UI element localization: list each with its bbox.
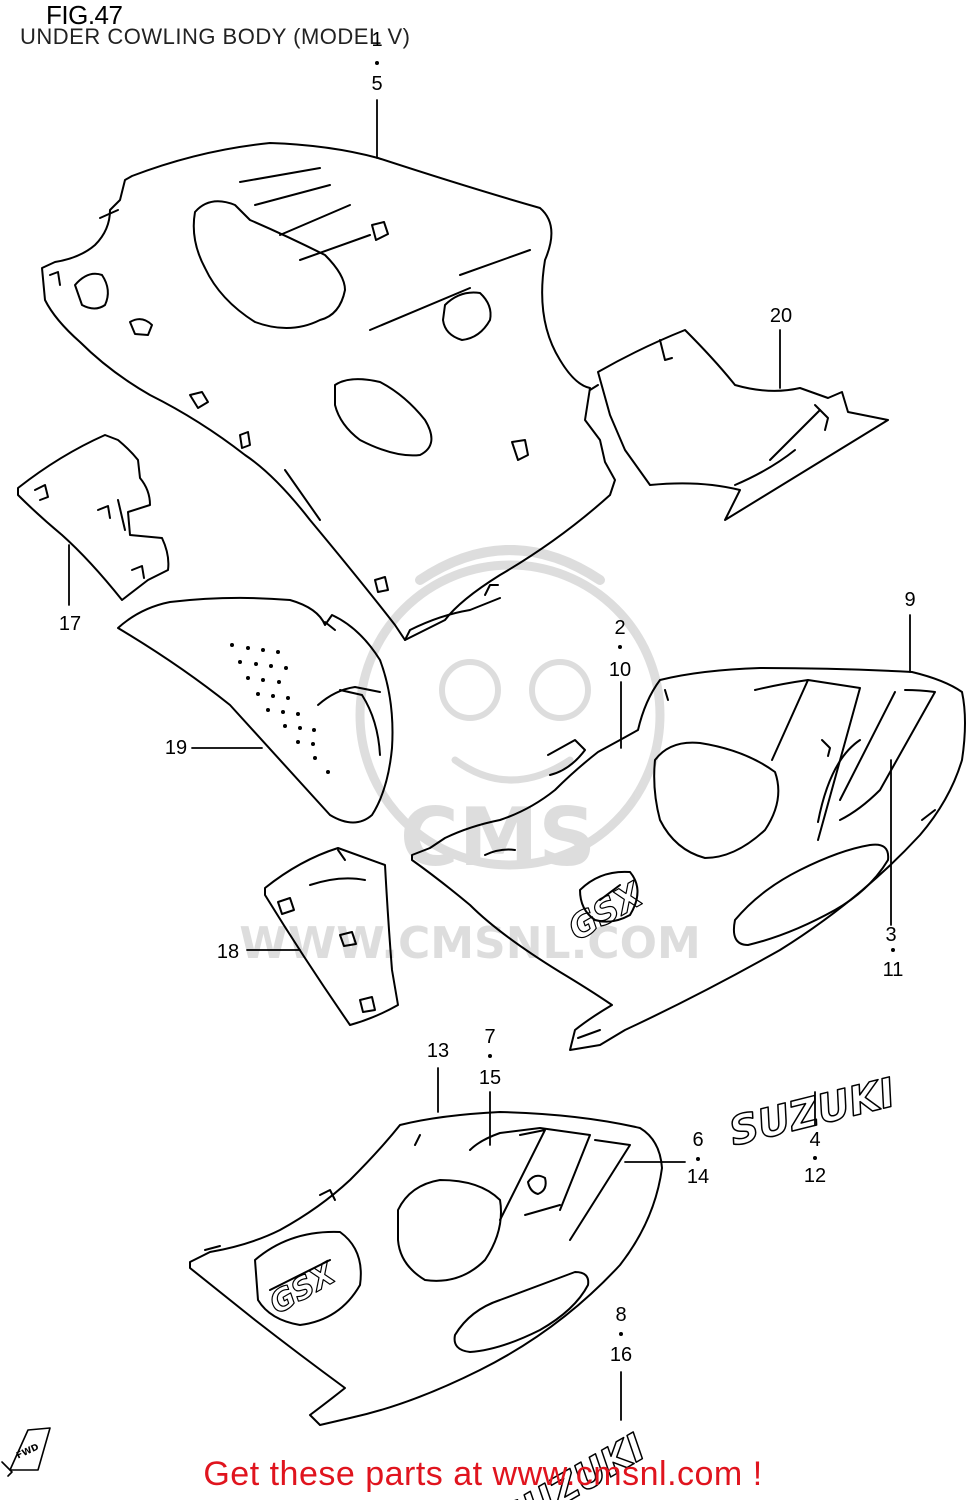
- callout-3: 3: [885, 924, 897, 946]
- gsxr-decal-lower: GSX: [263, 1255, 343, 1322]
- callout-separator-dot: [488, 1054, 492, 1058]
- figure-title: UNDER COWLING BODY (MODEL V): [20, 24, 411, 49]
- callout-16: 16: [609, 1344, 633, 1366]
- leader-lines: [68, 99, 911, 1421]
- figure-number: FIG.47: [46, 0, 123, 30]
- callout-15: 15: [478, 1067, 502, 1089]
- gsxr-decal-lower-text: GSX: [264, 1256, 343, 1322]
- part-under-cowling-upper: [41, 142, 616, 641]
- callout-separator-dot: [696, 1157, 700, 1161]
- callout-12: 12: [803, 1165, 827, 1187]
- callout-separator-dot: [891, 948, 895, 952]
- part-panel-20: [589, 329, 889, 521]
- callout-17: 17: [58, 613, 82, 635]
- part-bracket-17: [17, 434, 170, 601]
- cms-watermark: CMS WWW.CMSNL.COM: [239, 545, 701, 969]
- get-parts-link[interactable]: Get these parts at www.cmsnl.com !: [203, 1455, 763, 1493]
- callout-1: 1: [371, 29, 383, 51]
- callout-9: 9: [904, 589, 916, 611]
- callout-2: 2: [614, 617, 626, 639]
- callout-separator-dot: [813, 1156, 817, 1160]
- callout-separator-dot: [619, 1332, 623, 1336]
- watermark-brand: CMS: [400, 791, 596, 884]
- part-inner-panel-19: [117, 596, 394, 824]
- watermark-url: WWW.CMSNL.COM: [239, 918, 701, 969]
- part-cover-18: [264, 847, 399, 1026]
- callout-5: 5: [371, 73, 383, 95]
- callout-4: 4: [809, 1129, 821, 1151]
- callout-18: 18: [216, 941, 240, 963]
- callout-separator-dot: [618, 645, 622, 649]
- part-side-cowling-left: [189, 1111, 663, 1426]
- part-side-cowling-right: [411, 667, 966, 1051]
- callout-6: 6: [692, 1129, 704, 1151]
- callout-19: 19: [164, 737, 188, 759]
- callout-10: 10: [608, 659, 632, 681]
- callout-11: 11: [882, 959, 904, 981]
- callout-8: 8: [615, 1304, 627, 1326]
- callout-20: 20: [769, 305, 793, 327]
- callout-7: 7: [484, 1026, 496, 1048]
- callout-separator-dot: [375, 61, 379, 65]
- callout-14: 14: [686, 1166, 710, 1188]
- callout-13: 13: [426, 1040, 450, 1062]
